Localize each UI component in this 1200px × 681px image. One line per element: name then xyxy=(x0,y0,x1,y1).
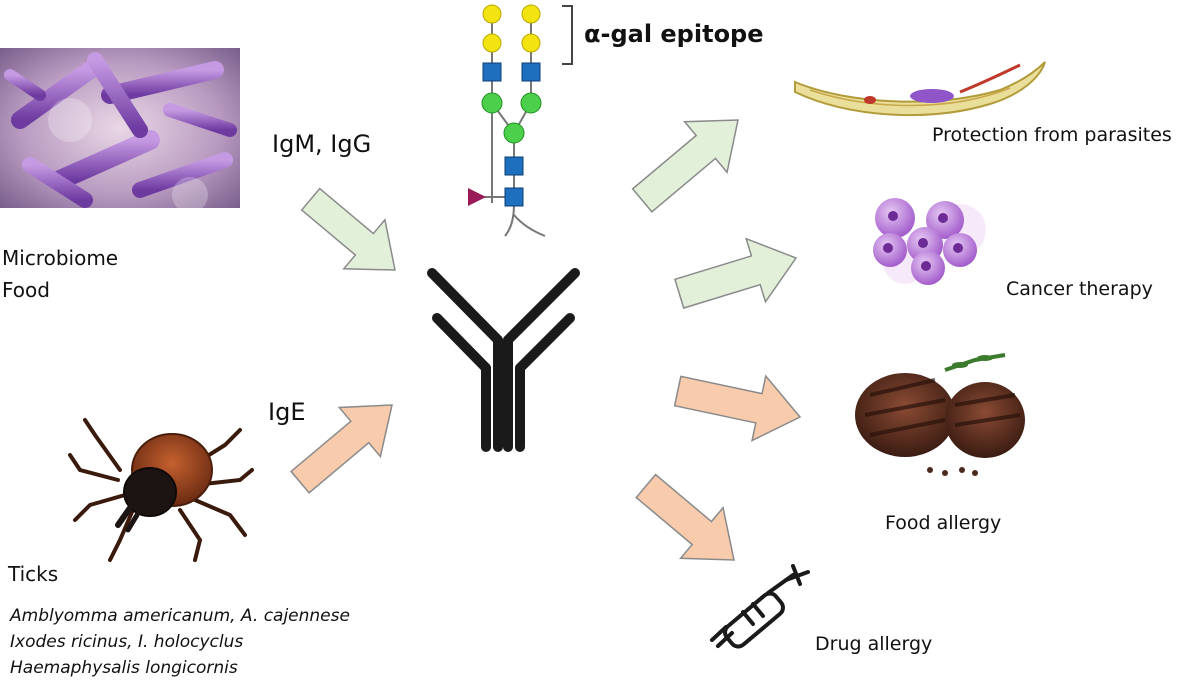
tick-species-1: Amblyomma americanum, A. cajennese xyxy=(10,606,350,626)
outcome-drug-allergy: Drug allergy xyxy=(815,633,933,655)
microbiome-label: Microbiome xyxy=(2,246,119,270)
glycan-structure xyxy=(468,4,573,237)
arrow-to-drug-allergy xyxy=(635,473,735,561)
arrow-to-cancer xyxy=(674,237,798,309)
trypanosome-illustration xyxy=(794,61,1046,117)
bacteria-cluster-illustration xyxy=(0,48,240,213)
syringe-icon xyxy=(710,564,810,649)
tick-species-3: Haemaphysalis longicornis xyxy=(10,658,238,678)
fucose-triangle xyxy=(468,188,486,206)
tick-antibody-label: IgE xyxy=(268,398,306,426)
tumor-cell-cluster-illustration xyxy=(873,198,986,285)
tick-species-2: Ixodes ricinus, I. holocyclus xyxy=(10,632,244,652)
arrow-ticks-to-antibody xyxy=(290,404,393,494)
epitope-bracket xyxy=(562,5,573,65)
tick-illustration xyxy=(68,418,254,562)
grilled-steak-illustration xyxy=(855,353,1025,476)
microbiome-antibody-label: IgM, IgG xyxy=(272,130,372,158)
outcome-parasites: Protection from parasites xyxy=(932,124,1172,146)
ticks-label: Ticks xyxy=(8,562,59,586)
outcome-cancer: Cancer therapy xyxy=(1006,278,1153,300)
food-label: Food xyxy=(2,278,50,302)
arrow-to-food-allergy xyxy=(673,374,802,442)
arrow-microbiome-to-antibody xyxy=(300,187,396,271)
antibody-y-icon xyxy=(427,268,580,452)
epitope-label: α-gal epitope xyxy=(584,20,764,48)
outcome-food-allergy: Food allergy xyxy=(885,512,1002,534)
arrow-to-parasites xyxy=(631,119,739,213)
